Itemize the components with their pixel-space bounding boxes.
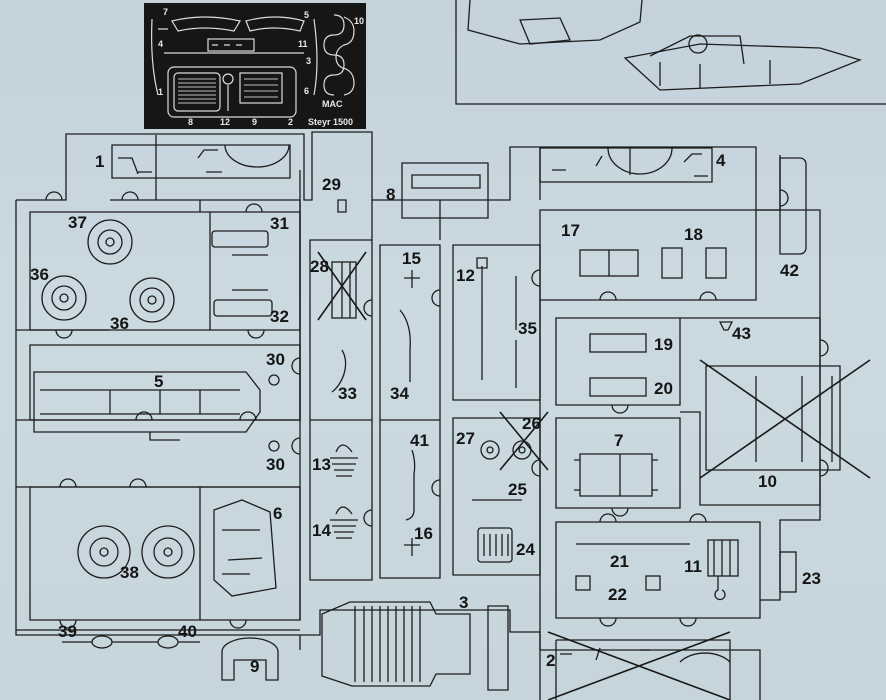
part-number: 7 bbox=[614, 431, 624, 450]
assembly-inset bbox=[455, 0, 886, 105]
etch-label: 2 bbox=[288, 117, 294, 127]
part-number: 41 bbox=[410, 431, 429, 450]
part-number: 36 bbox=[110, 314, 129, 333]
etch-label: 10 bbox=[354, 16, 365, 26]
etch-model: Steyr 1500 bbox=[308, 117, 354, 127]
etch-brand: MAC bbox=[322, 99, 343, 109]
part-number: 38 bbox=[120, 563, 139, 582]
etch-label: 3 bbox=[306, 56, 312, 66]
part-number: 1 bbox=[95, 152, 105, 171]
part-number: 40 bbox=[178, 622, 197, 641]
part-number: 9 bbox=[250, 657, 260, 676]
part-number: 32 bbox=[270, 307, 289, 326]
part-number: 39 bbox=[58, 622, 77, 641]
part-number: 31 bbox=[270, 214, 289, 233]
part-number: 34 bbox=[390, 384, 409, 403]
part-number: 42 bbox=[780, 261, 799, 280]
part-number: 30 bbox=[266, 455, 285, 474]
cross-10 bbox=[699, 359, 871, 479]
cross-28 bbox=[317, 251, 367, 321]
part-number: 21 bbox=[610, 552, 629, 571]
unused-part-crosses bbox=[317, 251, 871, 700]
part-number: 18 bbox=[684, 225, 703, 244]
etch-label: 12 bbox=[220, 117, 231, 127]
part-number: 4 bbox=[716, 151, 726, 170]
part-number: 15 bbox=[402, 249, 421, 268]
part-number: 24 bbox=[516, 540, 535, 559]
etch-label: 8 bbox=[188, 117, 194, 127]
part-number: 29 bbox=[322, 175, 341, 194]
part-number: 35 bbox=[518, 319, 537, 338]
etch-label: 5 bbox=[304, 10, 310, 20]
part-number: 8 bbox=[386, 185, 396, 204]
part-number: 10 bbox=[758, 472, 777, 491]
part-number: 43 bbox=[732, 324, 751, 343]
part-number: 22 bbox=[608, 585, 627, 604]
part-number: 11 bbox=[684, 557, 702, 576]
part-number: 27 bbox=[456, 429, 475, 448]
etch-label: 11 bbox=[298, 39, 308, 49]
part-number: 17 bbox=[561, 221, 580, 240]
part-number: 25 bbox=[508, 480, 527, 499]
part-number: 5 bbox=[154, 372, 164, 391]
part-number: 16 bbox=[414, 524, 433, 543]
etch-label: 6 bbox=[304, 86, 310, 96]
part-number: 12 bbox=[456, 266, 475, 285]
part-number: 19 bbox=[654, 335, 673, 354]
cross-2 bbox=[547, 631, 731, 700]
part-number: 20 bbox=[654, 379, 673, 398]
part-number: 14 bbox=[312, 521, 331, 540]
cross-26 bbox=[499, 411, 549, 471]
part-number: 26 bbox=[522, 414, 541, 433]
part-number: 33 bbox=[338, 384, 357, 403]
etch-label: 4 bbox=[158, 39, 164, 49]
part-number: 23 bbox=[802, 569, 821, 588]
photo-etch-fret: 7 5 4 11 10 1 3 6 8 12 9 2 MAC Steyr 150… bbox=[144, 3, 366, 129]
part-number: 36 bbox=[30, 265, 49, 284]
part-number: 30 bbox=[266, 350, 285, 369]
part-number: 37 bbox=[68, 213, 87, 232]
etch-label: 7 bbox=[163, 7, 169, 17]
part-number: 6 bbox=[273, 504, 283, 523]
part-number: 28 bbox=[310, 257, 329, 276]
etch-label: 1 bbox=[158, 87, 164, 97]
photo-etch-parts bbox=[151, 14, 355, 118]
part-number: 13 bbox=[312, 455, 331, 474]
etch-label: 9 bbox=[252, 117, 258, 127]
part-number: 2 bbox=[546, 651, 556, 670]
part-number: 3 bbox=[459, 593, 469, 612]
